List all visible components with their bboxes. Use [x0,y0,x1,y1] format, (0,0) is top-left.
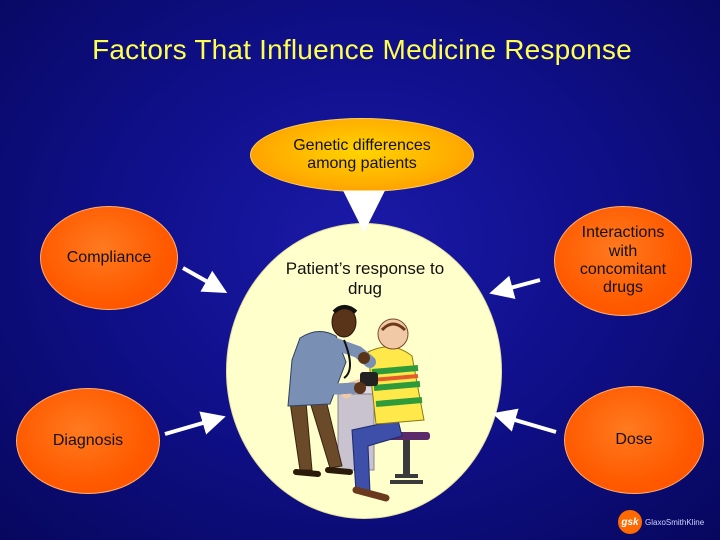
diagnosis-node: Diagnosis [16,388,160,494]
arrow-interactions-to-response [489,275,541,299]
compliance-node: Compliance [40,206,178,310]
gsk-logo-mark: gsk [618,510,642,534]
dose-label: Dose [615,430,653,448]
arrow-dose-to-response [492,408,557,434]
arrow-compliance-to-response [182,266,228,293]
compliance-label: Compliance [66,248,152,266]
gsk-logo-text: GlaxoSmithKline [645,517,705,527]
slide-title: Factors That Influence Medicine Response [92,34,632,65]
interactions-label: Interactions with concomitant drugs [579,224,667,297]
genetic-differences-label: Genetic differences among patients [293,136,431,172]
dose-node: Dose [564,386,704,494]
interactions-node: Interactions with concomitant drugs [554,206,692,316]
arrow-diagnosis-to-response [164,411,226,436]
diagnosis-label: Diagnosis [52,431,124,449]
patient-response-label: Patient’s response to drug [285,259,445,299]
gsk-logo: gsk GlaxoSmithKline [618,510,704,534]
